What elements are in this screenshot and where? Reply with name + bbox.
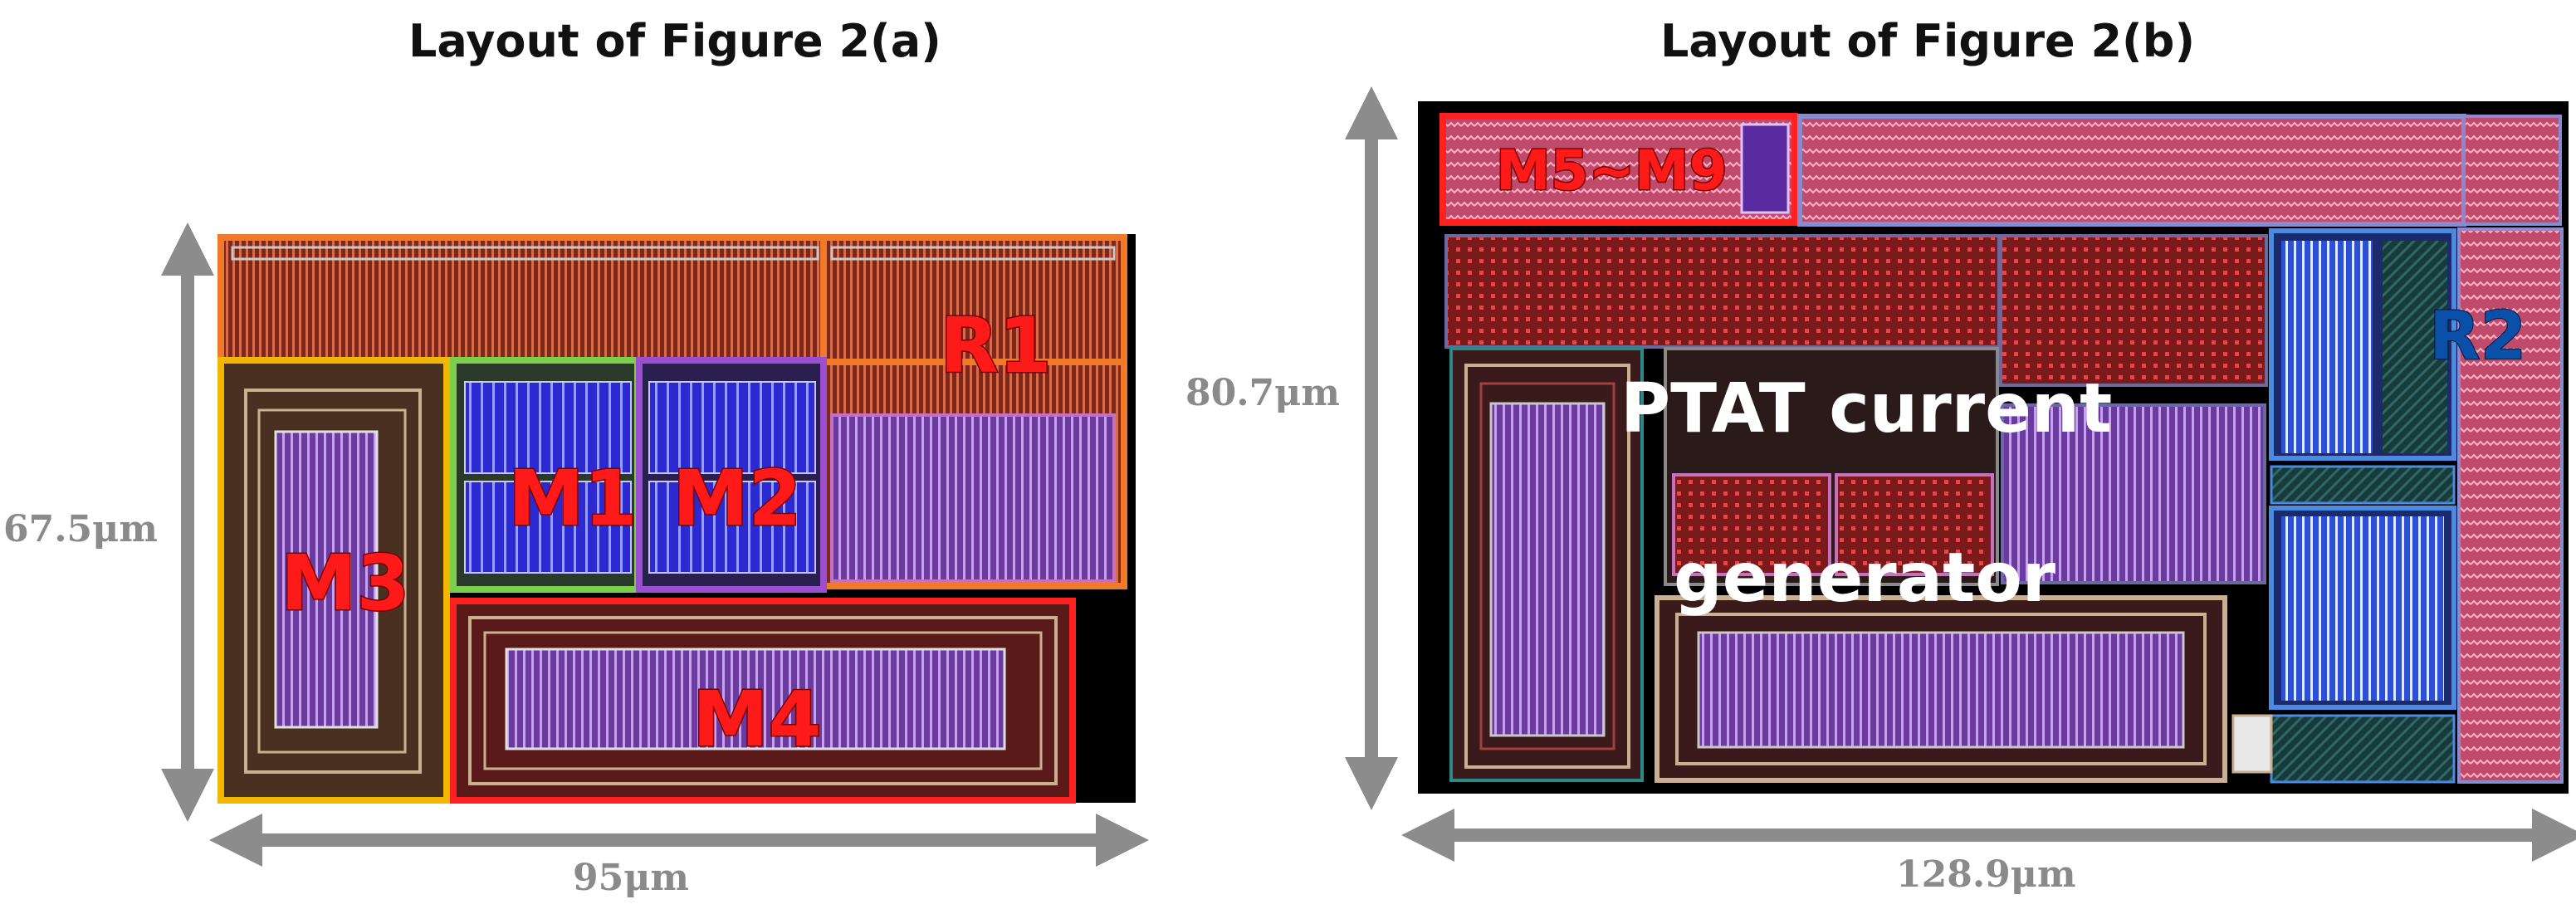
transistor-m3	[218, 357, 450, 804]
label-r2: R2	[2429, 297, 2526, 374]
layout-b-height-label: 80.7μm	[1185, 372, 1340, 414]
label-ptat-line2: generator	[1674, 539, 2056, 618]
layout-b: M5~M9 R2 PTAT current generator	[1418, 101, 2569, 794]
transistor-m1	[450, 357, 641, 593]
resistor-array-mid-left	[1444, 234, 2001, 349]
resistor-r2	[2231, 227, 2564, 784]
resistor-r1	[218, 234, 1127, 589]
label-m3: M3	[281, 539, 410, 628]
ptat-core	[1664, 347, 2266, 586]
resistor-array-top	[1797, 114, 2466, 227]
transistor-m2	[636, 357, 827, 593]
label-m1: M1	[508, 454, 638, 543]
label-m5-m9: M5~M9	[1496, 139, 1728, 203]
layout-a-height-label: 67.5μm	[3, 508, 158, 550]
label-ptat-line1: PTAT current	[1620, 369, 2112, 448]
transistor-m5-m9	[1440, 113, 1798, 226]
transistor-left-column	[1449, 347, 1644, 782]
label-r1: R1	[940, 301, 1052, 390]
layout-a: R1 M1 M2 M3 M4	[218, 234, 1136, 804]
resistor-array-corner	[2462, 115, 2562, 226]
transistor-m4	[450, 598, 1076, 804]
layout-b-title: Layout of Figure 2(b)	[1660, 15, 2196, 67]
transistor-bottom	[1655, 595, 2227, 783]
label-m2: M2	[672, 454, 802, 543]
label-m4: M4	[692, 675, 822, 764]
resistor-array-mid-right	[1999, 234, 2268, 387]
layout-a-title: Layout of Figure 2(a)	[408, 15, 941, 67]
